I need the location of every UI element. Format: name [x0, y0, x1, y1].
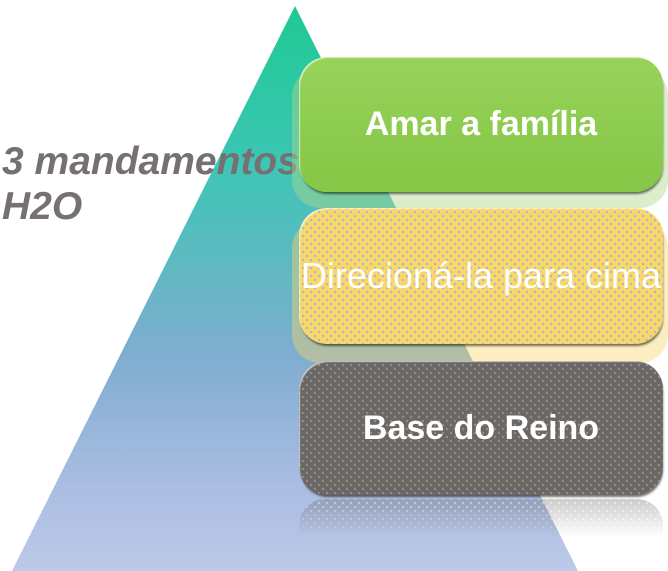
level-3-label: Base do Reino — [362, 408, 600, 447]
level-box-direciona-la-para-cima: Direcioná-la para cima — [299, 208, 663, 344]
diagram-title-label: 3 mandamentos H2O — [2, 140, 299, 230]
level-2-label: Direcioná-la para cima — [300, 254, 662, 296]
level-3-reflection — [299, 499, 663, 537]
diagram-title-line1: 3 mandamentos — [2, 140, 299, 183]
level-1-label: Amar a família — [364, 105, 598, 143]
level-box-amar-a-familia: Amar a família — [299, 57, 663, 192]
diagram-title-line2: H2O — [2, 184, 83, 228]
level-box-base-do-reino: Base do Reino — [299, 361, 663, 495]
